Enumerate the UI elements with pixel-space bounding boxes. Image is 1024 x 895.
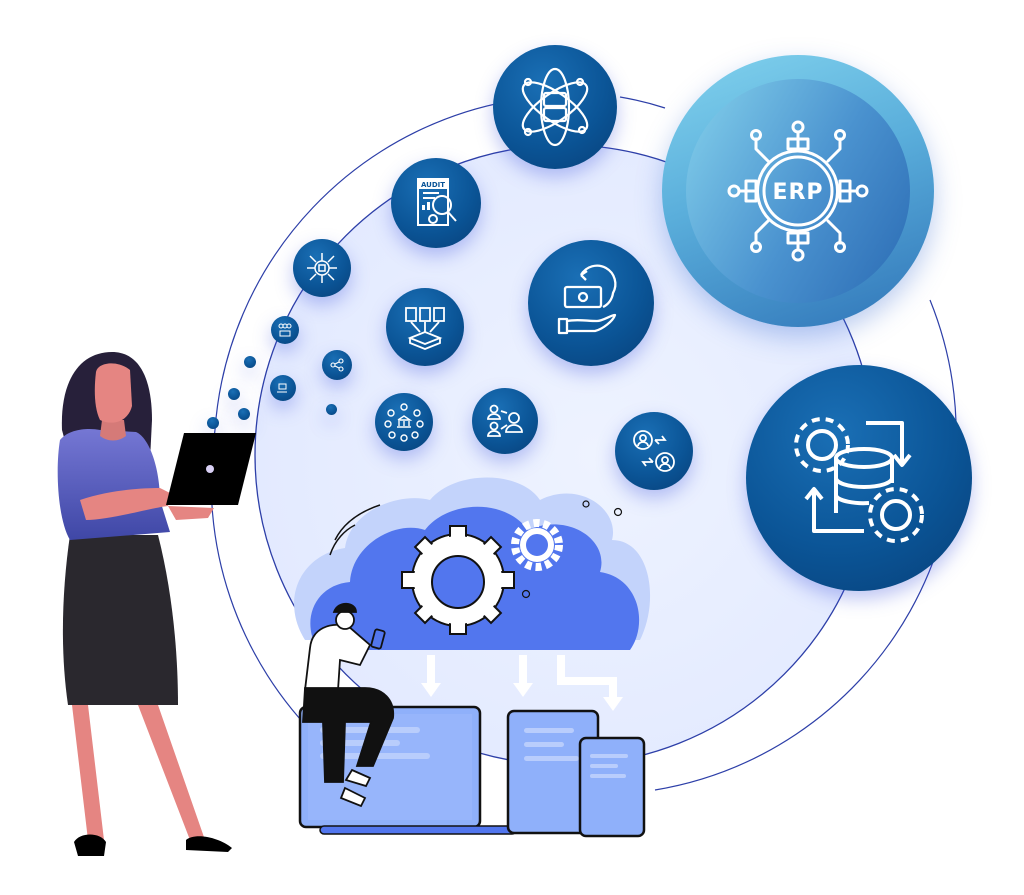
share-nodes-bubble xyxy=(322,350,352,380)
user-transfer-icon xyxy=(487,404,523,437)
erp-gear-circuit-icon: ERP xyxy=(727,120,869,262)
woman-with-laptop xyxy=(57,352,256,856)
atom-server-bubble xyxy=(493,45,617,169)
money-refund-bubble xyxy=(528,240,654,366)
user-exchange-icon xyxy=(633,430,675,472)
audit-label: AUDIT xyxy=(421,181,445,189)
download-arrows xyxy=(421,655,623,711)
shoes xyxy=(74,834,232,856)
bank-network-icon xyxy=(384,403,424,442)
bank-network-bubble xyxy=(375,393,433,451)
neck xyxy=(100,420,126,441)
hand-cloud-icon xyxy=(277,383,287,393)
share-nodes-icon xyxy=(330,358,344,372)
team-podium-icon xyxy=(278,323,292,337)
network-hub-icon xyxy=(307,253,337,283)
legs xyxy=(72,705,205,840)
database-gears-sync-icon xyxy=(794,417,924,543)
team-podium-bubble xyxy=(271,316,299,344)
arm xyxy=(80,488,214,520)
share-dot-1 xyxy=(244,356,256,368)
share-dot-2 xyxy=(228,388,240,400)
share-dot-3 xyxy=(238,408,250,420)
erp-bubble-inner: ERP xyxy=(686,79,910,303)
shirt xyxy=(57,429,170,540)
skirt xyxy=(62,535,178,705)
user-exchange-bubble xyxy=(615,412,693,490)
documents-to-tray-icon xyxy=(405,307,445,350)
man-with-phone xyxy=(302,602,395,808)
money-refund-hand-icon xyxy=(557,264,617,335)
phone-device xyxy=(578,736,646,838)
atom-server-icon xyxy=(521,67,589,147)
database-gears-bubble xyxy=(746,365,972,591)
face xyxy=(94,363,132,423)
laptop-logo xyxy=(206,465,214,473)
documents-bubble xyxy=(386,288,464,366)
user-transfer-bubble xyxy=(472,388,538,454)
share-dot-4 xyxy=(207,417,219,429)
audit-report-icon: AUDIT xyxy=(417,178,457,226)
cloud-gears-icon xyxy=(310,500,640,650)
erp-label: ERP xyxy=(772,180,823,205)
share-dot-5 xyxy=(326,404,337,415)
network-hub-bubble xyxy=(293,239,351,297)
hand-cloud-bubble xyxy=(270,375,296,401)
audit-bubble: AUDIT xyxy=(391,158,481,248)
